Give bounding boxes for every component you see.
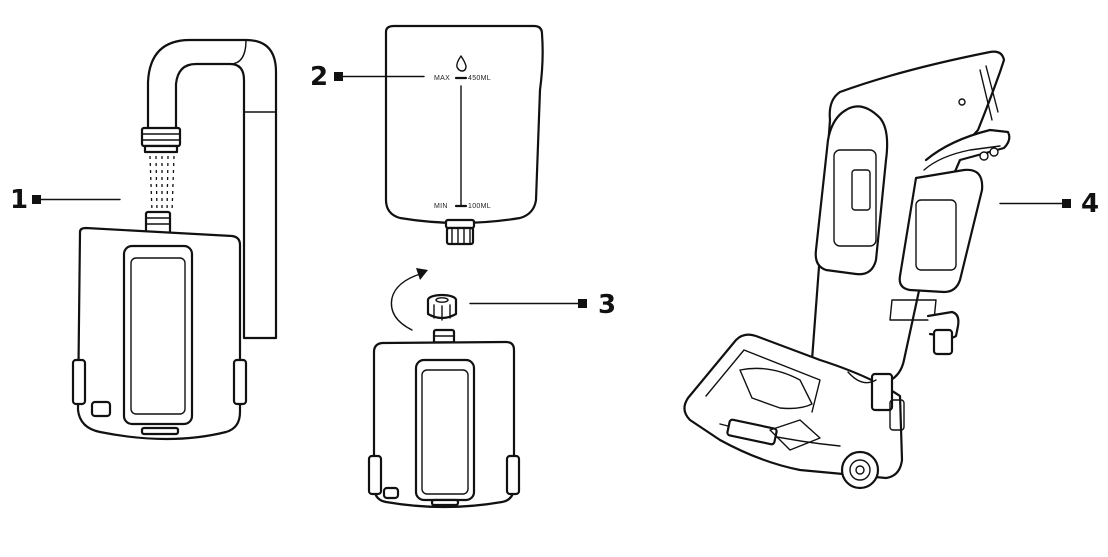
callout-4: 4 [999, 189, 1099, 219]
step-2-tank-levels: MAX 450ML MIN 100ML 2 [310, 24, 544, 246]
max-level-value: 450ML [468, 75, 491, 82]
water-hose [140, 38, 278, 340]
upright-vacuum-body [810, 50, 1011, 386]
water-tank-open [71, 210, 248, 441]
water-tank-closed [367, 328, 521, 509]
floor-brush-head [683, 333, 905, 490]
callout-3: 3 [469, 290, 616, 320]
min-level-value: 100ML [468, 203, 491, 210]
svg-text:4: 4 [1081, 189, 1099, 219]
water-tank-front: MAX 450ML MIN 100ML [384, 24, 544, 246]
step-1-filling-illustration: 1 [10, 38, 278, 441]
step-3-close-cap: 3 [367, 268, 616, 509]
tank-cap [426, 293, 458, 321]
water-stream [149, 155, 175, 213]
min-level-label: MIN [434, 203, 448, 210]
svg-text:1: 1 [10, 185, 28, 215]
water-drop-icon [456, 55, 467, 72]
rotate-arrow-icon [390, 273, 421, 331]
max-level-label: MAX [434, 75, 450, 82]
callout-2: 2 [310, 62, 425, 92]
svg-text:3: 3 [598, 290, 616, 320]
svg-text:2: 2 [310, 62, 328, 92]
callout-1: 1 [10, 185, 121, 215]
step-4-vacuum-cleaner: 4 [683, 50, 1099, 490]
